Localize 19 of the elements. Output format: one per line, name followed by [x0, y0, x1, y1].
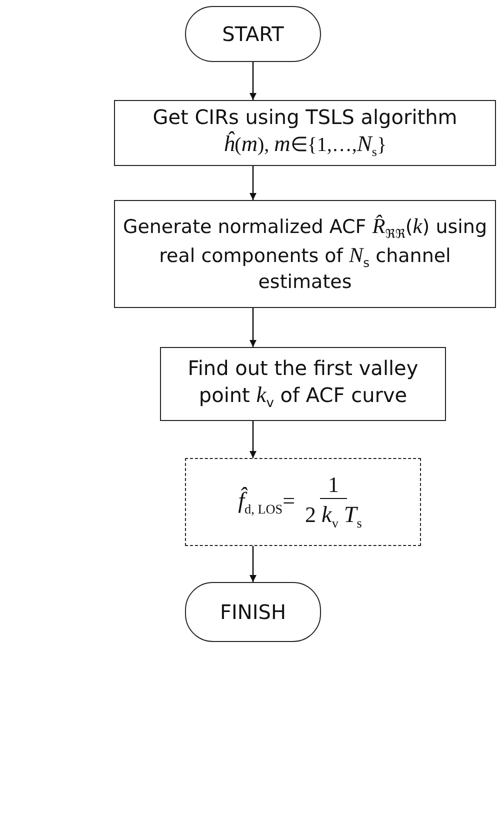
- fraction-denominator: 2 k$_{v}$ T$_{s}$: [304, 500, 363, 532]
- arrow: [250, 62, 256, 100]
- fraction-numerator: 1: [320, 472, 347, 500]
- formula-text: ĥ(m), m∈{1,…,N$_{s}$}: [223, 130, 387, 161]
- arrow: [250, 421, 256, 458]
- arrow: [250, 546, 256, 582]
- step-text: Find out the first valley point k$_{v}$ of ACF curve: [186, 356, 420, 412]
- arrow: [250, 166, 256, 200]
- process-box: [114, 200, 496, 308]
- terminal-pill: [185, 582, 321, 642]
- step-text: Generate normalized ACF R̂$_{ℜℜ}$(k) using real components of N$_{s}$ channel estimates: [122, 212, 488, 296]
- process-box: [114, 100, 496, 166]
- step-text: Get CIRs using TSLS algorithm: [152, 105, 458, 130]
- process-box: [160, 347, 446, 421]
- arrow: [250, 308, 256, 347]
- formula-box: [185, 458, 421, 546]
- terminal-label: FINISH: [220, 600, 286, 624]
- terminal-label: START: [222, 22, 284, 46]
- formula-term: f̂$_{d, LOS}$=: [238, 486, 296, 518]
